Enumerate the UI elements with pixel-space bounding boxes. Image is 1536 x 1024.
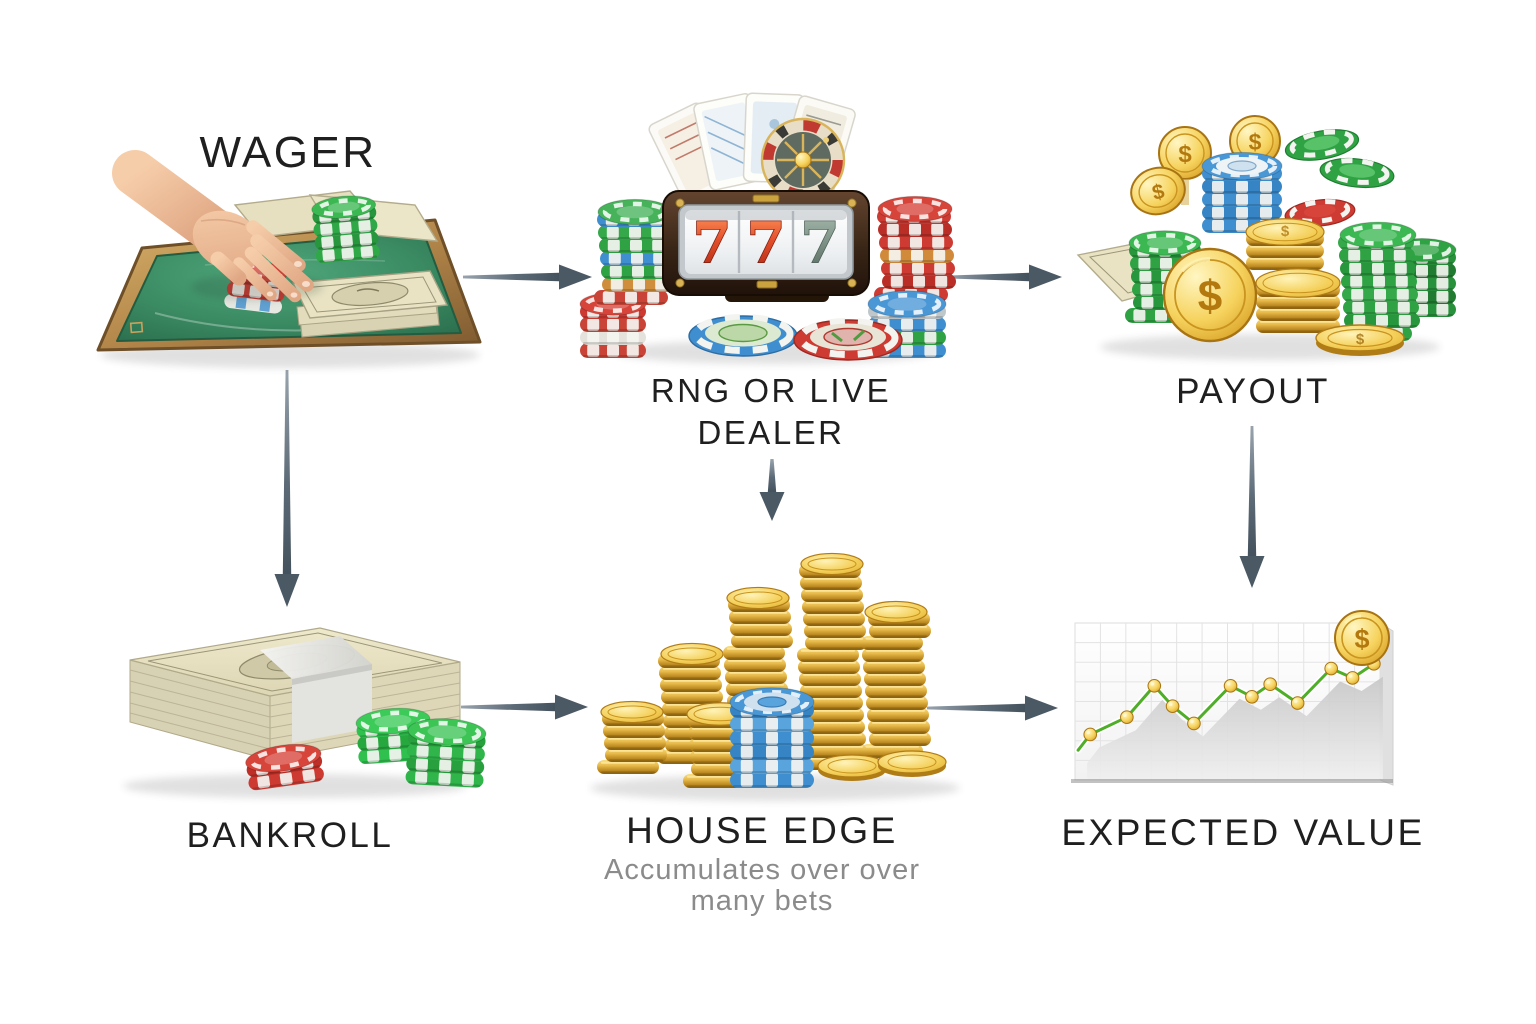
chart-base	[1071, 779, 1393, 783]
arrow-house-edge-to-expected-value	[927, 695, 1058, 721]
house-edge-illustration	[590, 552, 960, 801]
roulette-wheel-icon	[760, 117, 846, 203]
red-chips-icon	[245, 743, 324, 791]
slot-machine-777-display: 7 7 7	[662, 190, 870, 302]
coin-dollar-symbol: $	[1354, 624, 1369, 654]
payout-label: PAYOUT	[1176, 372, 1330, 411]
lying-coin: $	[1315, 324, 1405, 356]
ground-shadow	[123, 774, 467, 798]
rng-slot-machine-illustration: 7 7 7	[579, 92, 956, 364]
arrow-rng-to-payout	[946, 264, 1062, 290]
house-edge-note: Accumulates over over many bets	[604, 854, 920, 917]
bankroll-label: BANKROLL	[186, 816, 394, 855]
coin-dollar-symbol: $	[1281, 223, 1290, 240]
coin-stack-a	[597, 700, 667, 774]
rng-or-live-dealer-label: RNG OR LIVE DEALER	[650, 372, 892, 451]
blue-chip-face-center	[757, 696, 787, 708]
sparkle-icon	[632, 568, 938, 658]
expected-value-label: EXPECTED VALUE	[1061, 812, 1425, 853]
bankroll-illustration	[123, 627, 487, 798]
flat-chip-red-icon	[793, 318, 903, 361]
flat-chip-green-1	[1284, 129, 1360, 161]
coin-dollar-symbol: $	[1249, 129, 1262, 155]
green-chip-stack-icon	[311, 195, 380, 264]
coin-stack-e	[861, 600, 931, 758]
arrow-payout-to-expected-value	[1239, 426, 1265, 588]
lying-coins	[817, 750, 947, 781]
house-edge-label: HOUSE EDGE	[626, 810, 898, 851]
reel-digit-3: 7	[801, 210, 840, 276]
coin-dollar-symbol: $	[1178, 141, 1192, 168]
big-gold-coin: $	[1162, 247, 1258, 343]
coin-stack-low	[1255, 268, 1341, 333]
tilted-coin: $	[1130, 166, 1186, 216]
flat-chip-green-2	[1319, 157, 1395, 189]
wager-illustration	[96, 150, 482, 368]
flat-chip-blue-icon	[688, 314, 798, 357]
chip-stack-left	[594, 198, 676, 305]
cash-stack-icon	[129, 627, 461, 761]
arrow-bankroll-to-house-edge	[461, 694, 588, 720]
gold-coin-icon: $	[1334, 610, 1390, 666]
wager-label: WAGER	[199, 128, 377, 177]
coin-dollar-symbol: $	[1356, 331, 1365, 348]
chip-stack-right	[874, 195, 956, 302]
coin-dollar-symbol: $	[1198, 272, 1222, 321]
reel-digit-2: 7	[747, 210, 786, 276]
blue-chip-face-center	[1227, 160, 1257, 172]
payout-illustration: $ $ $	[1076, 115, 1457, 360]
ev-area-shadow	[1087, 676, 1383, 779]
arrow-rng-to-house-edge	[759, 459, 785, 521]
arrow-wager-to-rng	[463, 264, 592, 290]
coin-stack-mid	[1245, 218, 1325, 270]
green-chip-stack-front	[405, 718, 487, 788]
expected-value-chart: $	[1071, 610, 1394, 786]
hand-icon	[112, 150, 323, 303]
arrow-wager-to-bankroll	[274, 370, 300, 607]
reel-digit-1: 7	[693, 210, 732, 276]
chip-stack-green-right	[1336, 221, 1420, 341]
